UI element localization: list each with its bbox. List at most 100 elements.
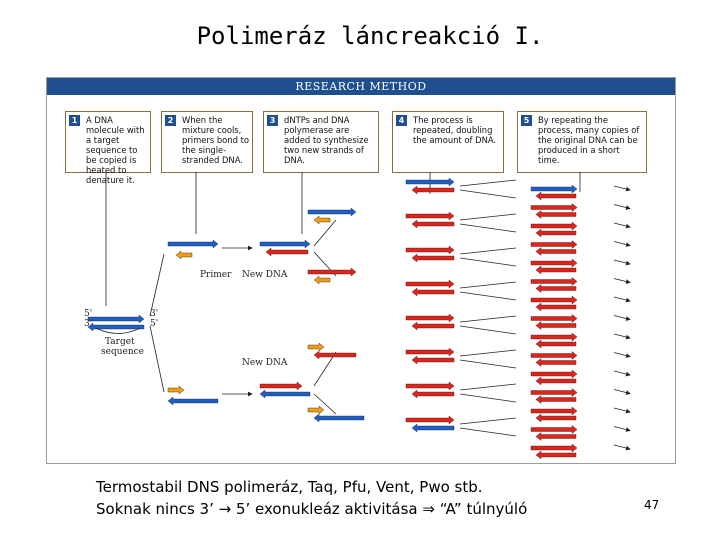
branch-1a: [149, 253, 165, 317]
branch-4-7a: [459, 417, 517, 425]
three-prime-top-right: 3': [150, 309, 158, 319]
branch-4-5b: [459, 359, 517, 369]
step-4-box: 4 The process is repeated, doubling the …: [392, 111, 504, 173]
stage5-6-top: [530, 295, 578, 305]
sequence-label: sequence: [101, 347, 144, 357]
step-1-box: 1 A DNA molecule with a target sequence …: [65, 111, 151, 185]
stage2-top-template: [167, 239, 219, 249]
stage4b-1-top: [405, 211, 455, 221]
stage4b-7-top: [405, 415, 455, 425]
stage3-a-bottom-strand: [265, 247, 309, 257]
stage5-2-top: [530, 221, 578, 231]
stage5-0-bottom: [535, 191, 577, 201]
stage5-10-bottom: [535, 376, 577, 386]
branch-4-0a: [459, 179, 517, 187]
step-2-text: When the mixture cools, primers bond to …: [182, 115, 249, 165]
dna-strands: [87, 177, 578, 460]
stage4b-5-bottom: [411, 355, 455, 365]
caption-line-2: Soknak nincs 3’ → 5’ exonukleáz aktivitá…: [96, 500, 528, 518]
stage5-3-bottom: [535, 247, 577, 256]
step-2-number: 2: [165, 115, 176, 126]
stage5-7-bottom: [535, 321, 577, 330]
branch-5-5: [613, 278, 631, 284]
page-number: 47: [644, 498, 660, 512]
stage4-0-bottom: [313, 215, 331, 225]
stage5-5-top: [530, 277, 578, 286]
branch-lines: [149, 179, 631, 451]
branch-5-2: [613, 222, 631, 229]
stage5-8-bottom: [535, 339, 577, 349]
stage5-1-bottom: [535, 210, 577, 219]
stage5-11-bottom: [535, 395, 577, 404]
step-3-number: 3: [267, 115, 278, 126]
stage5-12-top: [530, 406, 578, 416]
callout-lines: [105, 172, 581, 306]
step-4-text: The process is repeated, doubling the am…: [413, 115, 497, 145]
five-prime-bottom-right: 5': [150, 319, 158, 329]
slide-title: Polimeráz láncreakció I.: [196, 22, 544, 50]
branch-4-1b: [459, 223, 517, 233]
stage5-12-bottom: [535, 413, 577, 423]
stage4b-0-bottom: [411, 185, 455, 195]
three-prime-bottom-left: 3': [84, 319, 92, 329]
branch-5-10: [613, 370, 631, 377]
stage4b-2-top: [405, 245, 455, 255]
branch-4-2a: [459, 247, 517, 255]
stage5-6-bottom: [535, 302, 577, 312]
stage5-5-bottom: [535, 284, 577, 293]
stage4-1-top: [307, 267, 357, 277]
figure-header: RESEARCH METHOD: [47, 78, 675, 95]
branch-5-3: [613, 241, 631, 247]
branch-4-4b: [459, 325, 517, 335]
branch-5-11: [613, 389, 631, 395]
stage5-10-top: [530, 369, 578, 379]
branch-4-1a: [459, 213, 517, 221]
branch-5-9: [613, 352, 631, 358]
stage5-0-top: [530, 184, 578, 194]
branch-5-4: [613, 259, 631, 266]
branch-5-13: [613, 426, 631, 432]
stage5-13-bottom: [535, 432, 577, 441]
step-1-number: 1: [69, 115, 80, 126]
step-3-text: dNTPs and DNA polymerase are added to sy…: [284, 115, 369, 165]
new-dna-label-bottom: New DNA: [242, 358, 288, 368]
branch-4-3b: [459, 291, 517, 301]
branch-4-7b: [459, 427, 517, 437]
stage3-b-top-strand: [259, 381, 303, 391]
branch-3d: [313, 393, 337, 415]
stage2-bottom-primer: [167, 385, 185, 395]
stage5-3-top: [530, 240, 578, 249]
step-5-number: 5: [521, 115, 532, 126]
stage4b-7-bottom: [411, 423, 455, 433]
stage4b-1-bottom: [411, 219, 455, 229]
step-5-box: 5 By repeating the process, many copies …: [517, 111, 647, 173]
stage4-1-bottom: [313, 275, 331, 285]
primer-label: Primer: [200, 270, 232, 280]
branch-5-6: [613, 296, 631, 303]
stage5-13-top: [530, 425, 578, 434]
stage4b-6-bottom: [411, 389, 455, 399]
stage4b-2-bottom: [411, 253, 455, 263]
stage5-4-top: [530, 258, 578, 268]
branch-4-4a: [459, 315, 517, 323]
stage4-2-bottom: [313, 350, 357, 360]
branch-5-0: [613, 185, 631, 192]
stage5-9-top: [530, 351, 578, 360]
stage5-1-top: [530, 203, 578, 212]
branch-4-0b: [459, 189, 517, 199]
original-dna-top-strand: [87, 314, 145, 324]
branch-1b: [149, 325, 165, 393]
branch-3c: [313, 351, 337, 387]
stage4b-5-top: [405, 347, 455, 357]
stage5-7-top: [530, 314, 578, 323]
stage4b-4-bottom: [411, 321, 455, 331]
stage5-14-bottom: [535, 450, 577, 460]
stage4-0-top: [307, 207, 357, 217]
original-dna-bottom-strand: [87, 322, 145, 332]
branch-4-6a: [459, 383, 517, 391]
caption-line-1: Termostabil DNS polimeráz, Taq, Pfu, Ven…: [96, 478, 483, 496]
caption: Termostabil DNS polimeráz, Taq, Pfu, Ven…: [96, 476, 527, 520]
step-3-box: 3 dNTPs and DNA polymerase are added to …: [263, 111, 379, 173]
stage4b-3-bottom: [411, 287, 455, 297]
stage2-bottom-template: [167, 396, 219, 406]
